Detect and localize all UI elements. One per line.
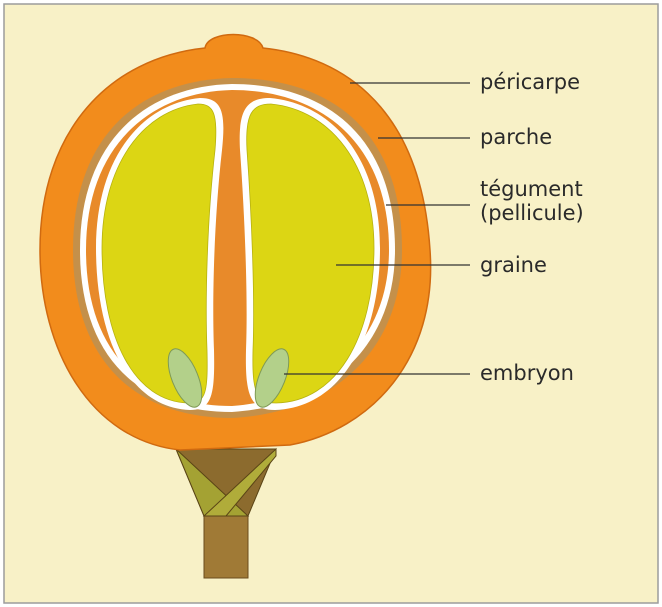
label-embryon: embryon	[480, 361, 574, 385]
label-graine: graine	[480, 253, 547, 277]
label-pericarpe: péricarpe	[480, 70, 580, 94]
label-parche: parche	[480, 125, 552, 149]
stem-stalk	[204, 512, 248, 578]
label-tegument: tégument (pellicule)	[480, 177, 584, 225]
label-tegument-line2: (pellicule)	[480, 201, 584, 225]
label-tegument-line1: tégument	[480, 177, 584, 201]
